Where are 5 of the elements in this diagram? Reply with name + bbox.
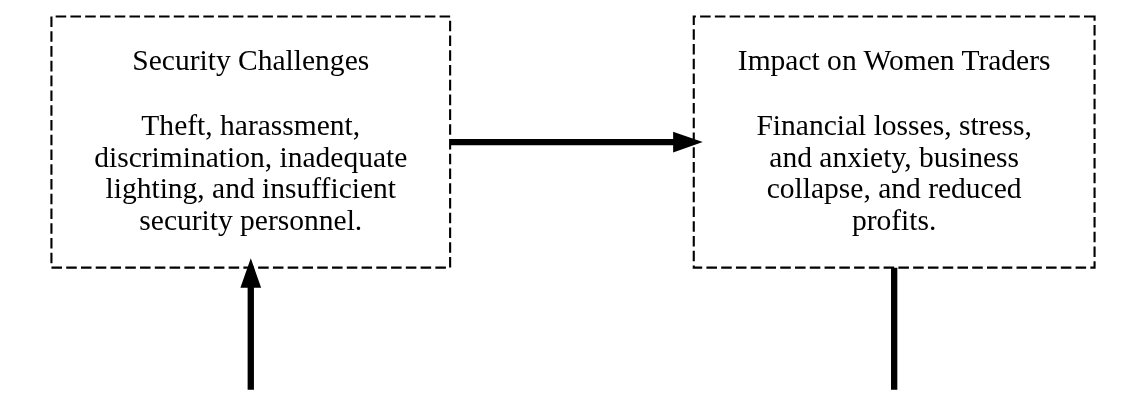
node-box: Security Challenges Theft, harassment, discrimination, inadequate lighting, and insufficient security personnel.: [50, 15, 452, 269]
node-box: Impact on Women Traders Financial losses, stress, and anxiety, business collapse, and reduced profits.: [692, 15, 1096, 269]
arrow: [450, 131, 703, 153]
connector: [891, 267, 898, 390]
arrow: [240, 258, 262, 390]
